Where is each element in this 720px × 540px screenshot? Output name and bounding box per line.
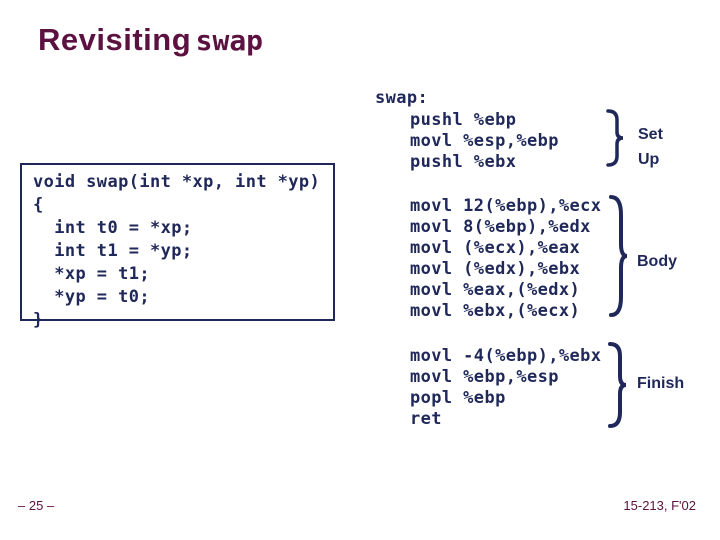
- title-text: Revisiting: [38, 22, 192, 57]
- c-code: void swap(int *xp, int *yp) { int t0 = *…: [33, 172, 321, 330]
- setup-label: Set Up: [638, 126, 663, 168]
- body-brace-icon: [606, 195, 628, 319]
- slide-title: Revisiting swap: [38, 22, 263, 58]
- asm-body-code: movl 12(%ebp),%ecx movl 8(%ebp),%edx mov…: [410, 196, 602, 321]
- finish-label: Finish: [637, 375, 685, 392]
- finish-brace-icon: [605, 342, 627, 430]
- page-number: – 25 –: [18, 498, 55, 513]
- course-footer: 15-213, F'02: [623, 498, 696, 513]
- c-code-box: void swap(int *xp, int *yp) { int t0 = *…: [20, 163, 335, 330]
- setup-brace-icon: [603, 109, 625, 169]
- body-label: Body: [637, 253, 677, 270]
- title-code-word: swap: [195, 24, 264, 57]
- asm-function-label: swap:: [375, 88, 429, 108]
- asm-finish-code: movl -4(%ebp),%ebx movl %ebp,%esp popl %…: [410, 346, 602, 429]
- asm-setup-code: pushl %ebp movl %esp,%ebp pushl %ebx: [410, 110, 559, 172]
